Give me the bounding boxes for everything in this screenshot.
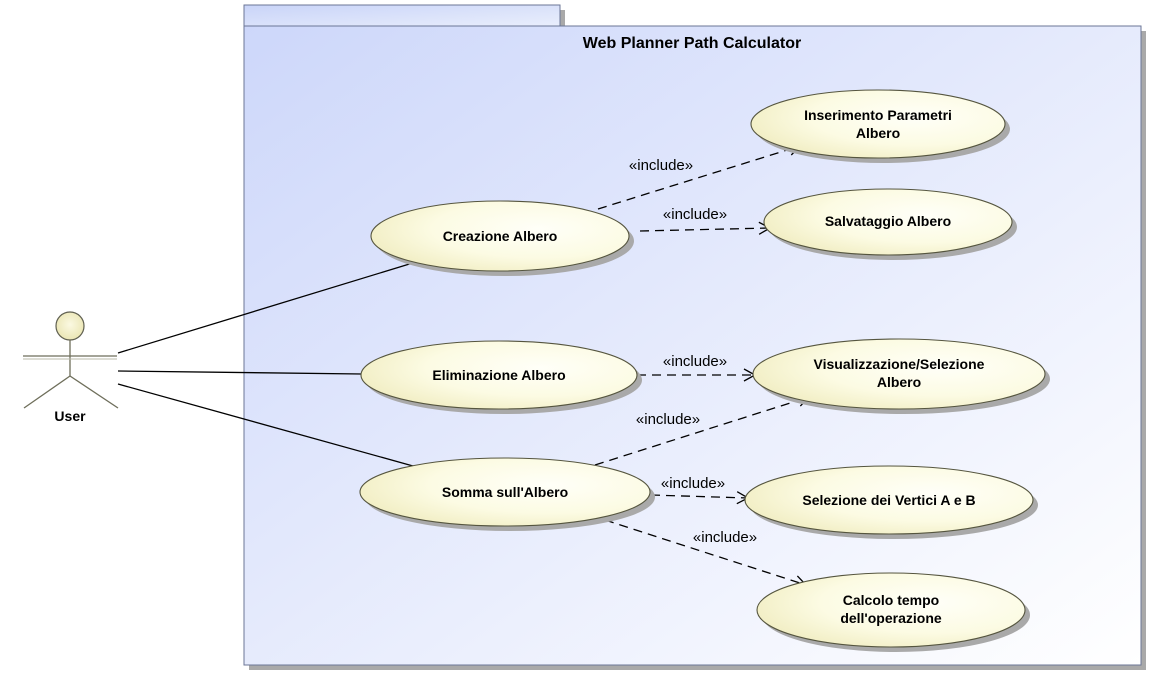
use-case-eliminazione-albero[interactable]: Eliminazione Albero bbox=[360, 340, 642, 414]
include-label-selezione: «include» bbox=[661, 475, 725, 492]
association-somma bbox=[117, 383, 414, 467]
association-eliminazione bbox=[117, 370, 363, 375]
include-arrow-inserimento bbox=[597, 142, 802, 210]
use-case-label-line2: Albero bbox=[856, 125, 900, 141]
include-label-inserimento: «include» bbox=[629, 157, 693, 174]
use-case-label: Somma sull'Albero bbox=[442, 484, 568, 500]
include-relations bbox=[594, 142, 811, 588]
use-case-inserimento-parametri[interactable]: Inserimento Parametri Albero bbox=[750, 89, 1010, 163]
use-case-label-line1: Inserimento Parametri bbox=[804, 107, 952, 123]
associations bbox=[117, 261, 417, 467]
use-case-creazione-albero[interactable]: Creazione Albero bbox=[370, 200, 634, 276]
system-boundary: Web Planner Path Calculator bbox=[243, 4, 1146, 670]
use-case-label-line2: Albero bbox=[877, 374, 921, 390]
include-label-visualizzazione-elim: «include» bbox=[663, 353, 727, 370]
include-label-visualizzazione-somma: «include» bbox=[636, 411, 700, 428]
use-case-visualizzazione-selezione[interactable]: Visualizzazione/Selezione Albero bbox=[752, 338, 1050, 414]
use-case-selezione-vertici[interactable]: Selezione dei Vertici A e B bbox=[744, 465, 1038, 539]
use-case-label: Eliminazione Albero bbox=[432, 367, 565, 383]
use-case-somma-albero[interactable]: Somma sull'Albero bbox=[359, 457, 655, 531]
use-case-label: Creazione Albero bbox=[443, 228, 558, 244]
use-case-label-line1: Visualizzazione/Selezione bbox=[814, 356, 985, 372]
use-case-label: Salvataggio Albero bbox=[825, 213, 951, 229]
actor-head bbox=[55, 311, 85, 341]
include-arrow-salvataggio bbox=[639, 221, 772, 235]
package-tab bbox=[243, 4, 561, 27]
use-case-label-line2: dell'operazione bbox=[840, 610, 942, 626]
use-case-calcolo-tempo[interactable]: Calcolo tempo dell'operazione bbox=[756, 572, 1030, 652]
use-case-label: Selezione dei Vertici A e B bbox=[802, 492, 975, 508]
actor-label: User bbox=[54, 408, 86, 424]
use-case-label-line1: Calcolo tempo bbox=[843, 592, 939, 608]
include-arrow-visualizzazione-somma bbox=[594, 393, 811, 466]
use-case-salvataggio-albero[interactable]: Salvataggio Albero bbox=[763, 188, 1017, 260]
include-arrow-calcolo bbox=[604, 519, 808, 588]
include-label-salvataggio: «include» bbox=[663, 206, 727, 223]
actor-user[interactable]: User bbox=[23, 311, 119, 424]
system-title: Web Planner Path Calculator bbox=[583, 35, 801, 52]
actor-right-leg bbox=[69, 375, 119, 409]
include-label-calcolo: «include» bbox=[693, 529, 757, 546]
association-creazione bbox=[117, 261, 417, 354]
include-arrow-selezione bbox=[650, 491, 750, 505]
actor-left-leg bbox=[23, 375, 71, 409]
include-labels: «include» «include» «include» «include» … bbox=[629, 157, 757, 546]
